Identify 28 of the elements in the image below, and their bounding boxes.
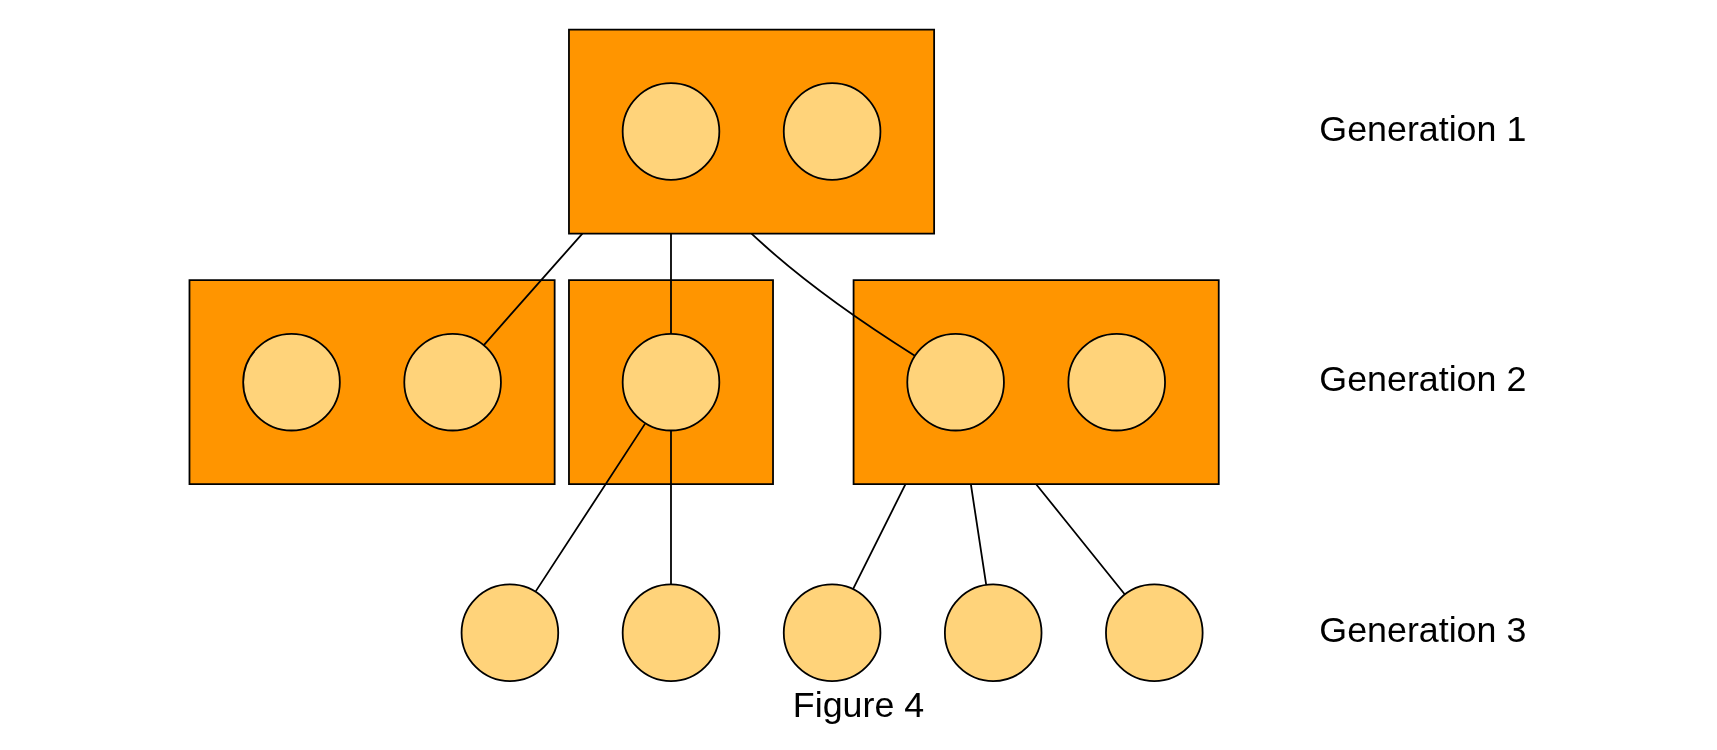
connector	[482, 232, 584, 346]
node-circle	[943, 583, 1043, 682]
node-circle	[1105, 583, 1204, 682]
node-circle	[782, 583, 882, 682]
caption: Figure 4	[792, 684, 925, 725]
cluster	[568, 28, 936, 235]
connector	[534, 422, 646, 593]
connector	[670, 430, 672, 585]
node-circle	[621, 583, 721, 682]
connector	[1035, 483, 1126, 596]
cluster	[188, 279, 556, 486]
node-circle	[242, 332, 341, 432]
label: Generation 3	[1319, 609, 1527, 650]
connector	[852, 483, 907, 590]
connector	[670, 232, 672, 335]
node-circle	[906, 332, 1005, 432]
cluster	[852, 279, 1220, 486]
node-circle	[621, 82, 721, 181]
node-circle	[782, 82, 882, 181]
label: Generation 1	[1319, 108, 1527, 149]
connector	[969, 483, 988, 586]
connector	[750, 232, 916, 357]
node-circle	[403, 332, 502, 432]
node-circle	[621, 332, 721, 432]
cluster	[568, 279, 774, 486]
label: Generation 2	[1319, 359, 1527, 400]
node-circle	[460, 583, 560, 682]
node-circle	[1067, 332, 1166, 432]
